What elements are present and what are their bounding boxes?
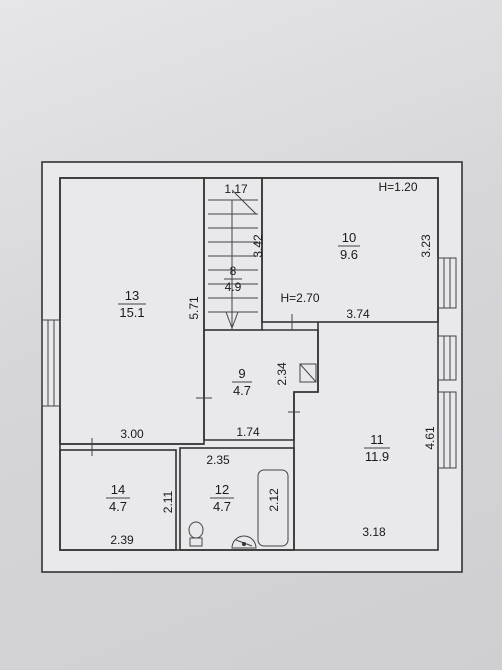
plan-sheet: [42, 162, 462, 572]
dimension-label: 2.34: [275, 362, 289, 386]
room-12-label: 12 4.7: [210, 482, 234, 514]
room-13-label: 13 15.1: [118, 288, 146, 320]
dimension-label: 1.17: [224, 182, 248, 196]
dimension-label: 2.11: [161, 490, 175, 513]
room-area: 15.1: [119, 305, 144, 320]
room-number: 10: [342, 230, 356, 245]
dimension-label: 2.35: [206, 453, 230, 467]
room-number: 14: [111, 482, 125, 497]
room-8-label: 8 4.9: [224, 264, 242, 294]
room-12-outline: [179, 447, 295, 551]
room-number: 13: [125, 288, 139, 303]
dimension-label: 3.00: [120, 427, 144, 441]
room-area: 4.9: [225, 280, 242, 294]
vent-shaft: [299, 363, 317, 383]
dimension-label: 4.61: [423, 426, 437, 450]
toilet-icon: [188, 521, 204, 547]
dimension-label: 3.23: [419, 234, 433, 258]
room-number: 8: [230, 264, 237, 278]
dimension-label: 3.18: [362, 525, 386, 539]
room-area: 9.6: [340, 247, 358, 262]
dimension-label: 3.74: [346, 307, 370, 321]
room-10-label: 10 9.6: [338, 230, 360, 262]
room-number: 11: [370, 432, 384, 447]
room-number: 9: [238, 366, 245, 381]
room-14-label: 14 4.7: [106, 482, 130, 514]
height-label: H=2.70: [280, 291, 319, 305]
dimension-label: 5.71: [187, 296, 201, 320]
window-right-1: [437, 257, 457, 309]
room-area: 4.7: [109, 499, 127, 514]
height-label: H=1.20: [378, 180, 417, 194]
room-10-outline: [261, 177, 439, 323]
sink-icon: [231, 535, 257, 549]
bathtub-icon: [257, 469, 289, 547]
room-11-label: 11 11.9: [364, 432, 390, 464]
dimension-label: 2.12: [267, 488, 281, 512]
window-right-2: [437, 335, 457, 381]
room-area: 4.7: [233, 383, 251, 398]
room-14-outline: [59, 449, 177, 551]
room-area: 11.9: [365, 449, 389, 464]
room-9-label: 9 4.7: [232, 366, 252, 398]
window-right-3: [437, 391, 457, 469]
room-area: 4.7: [213, 499, 231, 514]
window-left: [41, 319, 61, 407]
dimension-label: 3.42: [251, 234, 265, 258]
dimension-label: 2.39: [110, 533, 134, 547]
stair-treads: [208, 189, 258, 330]
stair-arrow-icon: [225, 311, 239, 330]
dimension-label: 1.74: [236, 425, 260, 439]
room-number: 12: [215, 482, 229, 497]
door-marks: [91, 314, 300, 456]
